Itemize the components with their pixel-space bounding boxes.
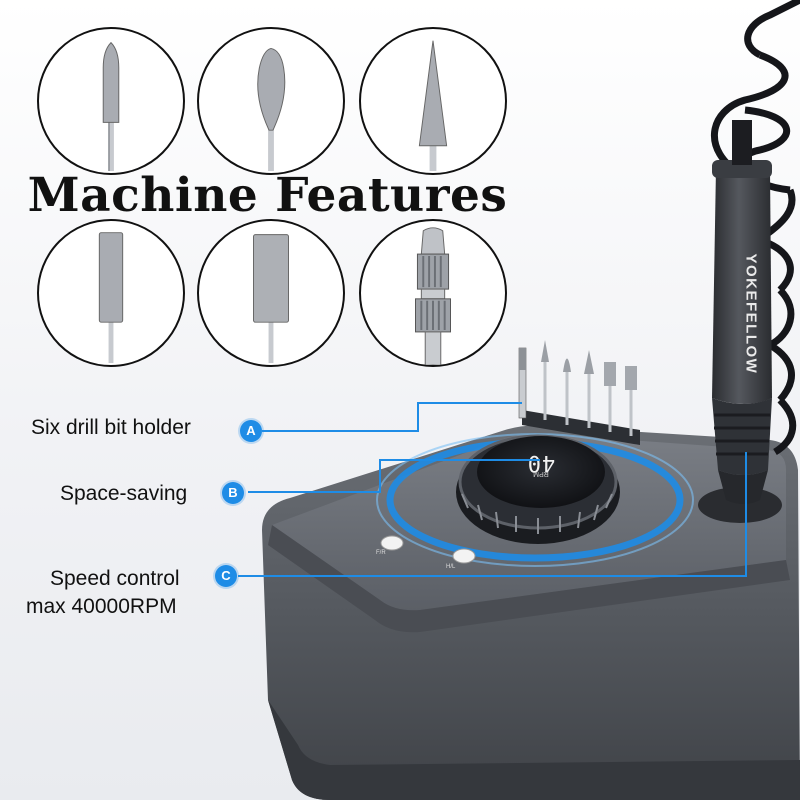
barrel-bit-icon <box>37 219 185 367</box>
callout-bit-holder: Six drill bit holder <box>31 414 191 442</box>
callout-speed-control-text: Speed control <box>50 567 180 590</box>
callout-space-saving-text: Space-saving <box>60 482 188 505</box>
machine-bevel <box>268 525 790 633</box>
cone-bit-icon <box>359 27 507 175</box>
page-title: Machine Features <box>27 168 508 223</box>
speed-display-unit: RPM <box>533 470 549 477</box>
chuck-collet-icon <box>359 219 507 367</box>
badge-b: B <box>222 482 244 504</box>
svg-text:H/L: H/L <box>446 564 456 570</box>
wide-barrel-bit-icon <box>197 219 345 367</box>
stored-drill-bits <box>518 340 637 436</box>
cylinder-pointed-bit-icon <box>37 27 185 175</box>
callout-speed-control: Speed control max 40000RPM <box>26 565 180 622</box>
handpiece <box>712 164 772 404</box>
callout-bit-holder-text: Six drill bit holder <box>31 416 191 439</box>
brand-label: YOKEFELLOW <box>742 253 760 375</box>
callout-space-saving: Space-saving <box>60 480 187 508</box>
callout-speed-max-text: max 40000RPM <box>26 595 177 619</box>
badge-a: A <box>240 420 262 442</box>
badge-c: C <box>215 565 237 587</box>
svg-text:F/R: F/R <box>376 550 386 556</box>
flame-bit-icon <box>197 27 345 175</box>
